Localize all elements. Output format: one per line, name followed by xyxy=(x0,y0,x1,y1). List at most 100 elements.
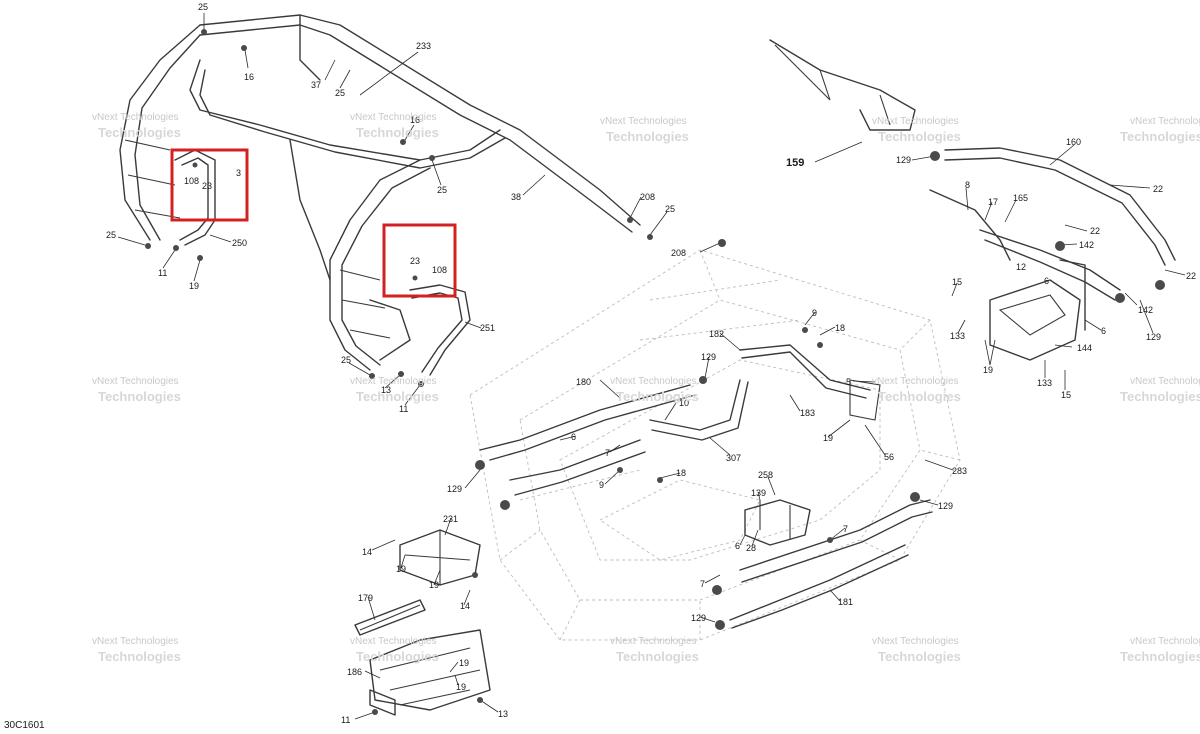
rail-250 xyxy=(174,149,216,246)
watermark: vNext Technologies xyxy=(1130,376,1200,387)
callout: 9 xyxy=(599,480,604,490)
watermark: vNext Technologies xyxy=(600,116,687,127)
callout: 283 xyxy=(952,466,967,476)
callout: 144 xyxy=(1077,343,1092,353)
bracket-231 xyxy=(399,529,481,586)
watermark: vNext Technologies xyxy=(872,116,959,127)
watermark: vNext Technologies xyxy=(610,376,697,387)
callout: 231 xyxy=(443,514,458,524)
callout: 129 xyxy=(691,613,706,623)
front-bumper-160 xyxy=(929,147,1176,361)
watermark: vNext Technologies xyxy=(350,636,437,647)
callout: 25 xyxy=(341,355,351,365)
callout: 160 xyxy=(1066,137,1081,147)
callout: 129 xyxy=(1146,332,1161,342)
rail-251 xyxy=(409,284,471,376)
hitch-186 xyxy=(369,629,491,716)
callout-labels: 25 16 233 37 25 16 108 23 3 25 38 208 25… xyxy=(106,2,1196,725)
callout: 7 xyxy=(843,524,848,534)
fasteners xyxy=(145,29,1165,715)
callout: 19 xyxy=(396,564,406,574)
callout: 25 xyxy=(437,185,447,195)
watermark: vNext Technologies xyxy=(350,376,437,387)
callout: 25 xyxy=(665,204,675,214)
callout: 258 xyxy=(758,470,773,480)
callout: 182 xyxy=(709,329,724,339)
rail-181 xyxy=(729,499,933,629)
callout: 251 xyxy=(480,323,495,333)
callout: 16 xyxy=(244,72,254,82)
watermark: vNext Technologies xyxy=(350,112,437,123)
watermarks: vNext Technologies Technologies vNext Te… xyxy=(92,112,1200,664)
callout: 165 xyxy=(1013,193,1028,203)
watermark: vNext Technologies xyxy=(1130,636,1200,647)
callout: 307 xyxy=(726,453,741,463)
watermark: Technologies xyxy=(878,129,961,144)
callout: 6 xyxy=(1101,326,1106,336)
watermark: Technologies xyxy=(1120,389,1200,404)
callout: 37 xyxy=(311,80,321,90)
callout: 129 xyxy=(701,352,716,362)
callout: 108 xyxy=(432,265,447,275)
callout: 17 xyxy=(988,197,998,207)
chassis-ghost-outline xyxy=(469,249,961,641)
watermark: vNext Technologies xyxy=(872,376,959,387)
callout: 208 xyxy=(640,192,655,202)
callout: 25 xyxy=(198,2,208,12)
support-183 xyxy=(739,344,881,421)
callout: 15 xyxy=(952,277,962,287)
callout: 18 xyxy=(676,468,686,478)
callout: 159 xyxy=(786,157,804,169)
callout: 19 xyxy=(189,281,199,291)
callout: 13 xyxy=(381,385,391,395)
callout: 10 xyxy=(679,398,689,408)
callout: 183 xyxy=(800,408,815,418)
watermark: vNext Technologies xyxy=(872,636,959,647)
watermark: Technologies xyxy=(606,129,689,144)
bracket-159 xyxy=(769,39,916,131)
watermark: vNext Technologies xyxy=(92,636,179,647)
callout: 14 xyxy=(460,601,470,611)
bracket-179 xyxy=(354,599,426,636)
callout: 12 xyxy=(1016,262,1026,272)
callout: 233 xyxy=(416,41,431,51)
callout: 22 xyxy=(1186,271,1196,281)
callout: 25 xyxy=(335,88,345,98)
callout: 142 xyxy=(1079,240,1094,250)
callout: 19 xyxy=(429,580,439,590)
callout: 5 xyxy=(846,377,851,387)
callout: 19 xyxy=(456,682,466,692)
callout: 129 xyxy=(938,501,953,511)
watermark: vNext Technologies xyxy=(1130,116,1200,127)
callout: 19 xyxy=(459,658,469,668)
callout: 179 xyxy=(358,593,373,603)
callout: 19 xyxy=(823,433,833,443)
callout: 11 xyxy=(158,268,167,278)
watermark: Technologies xyxy=(98,649,181,664)
callout: 18 xyxy=(835,323,845,333)
callout: 7 xyxy=(605,448,610,458)
drawing-code: 30C1601 xyxy=(4,720,45,731)
watermark: Technologies xyxy=(878,389,961,404)
callout: 22 xyxy=(1153,184,1163,194)
callout: 180 xyxy=(576,377,591,387)
callout: 11 xyxy=(399,404,408,414)
callout: 129 xyxy=(447,484,462,494)
callout: 19 xyxy=(983,365,993,375)
callout: 14 xyxy=(362,547,372,557)
callout: 56 xyxy=(884,452,894,462)
roll-cage-233 xyxy=(119,14,641,371)
watermark: Technologies xyxy=(356,389,439,404)
callout: 186 xyxy=(347,667,362,677)
highlight-box-left xyxy=(170,148,249,222)
watermark: Technologies xyxy=(356,649,439,664)
watermark: vNext Technologies xyxy=(92,112,179,123)
highlight-box-right xyxy=(382,223,457,298)
callout: 133 xyxy=(1037,378,1052,388)
callout: 11 xyxy=(341,715,350,725)
watermark: Technologies xyxy=(616,649,699,664)
callout: 133 xyxy=(950,331,965,341)
callout: 13 xyxy=(498,709,508,719)
